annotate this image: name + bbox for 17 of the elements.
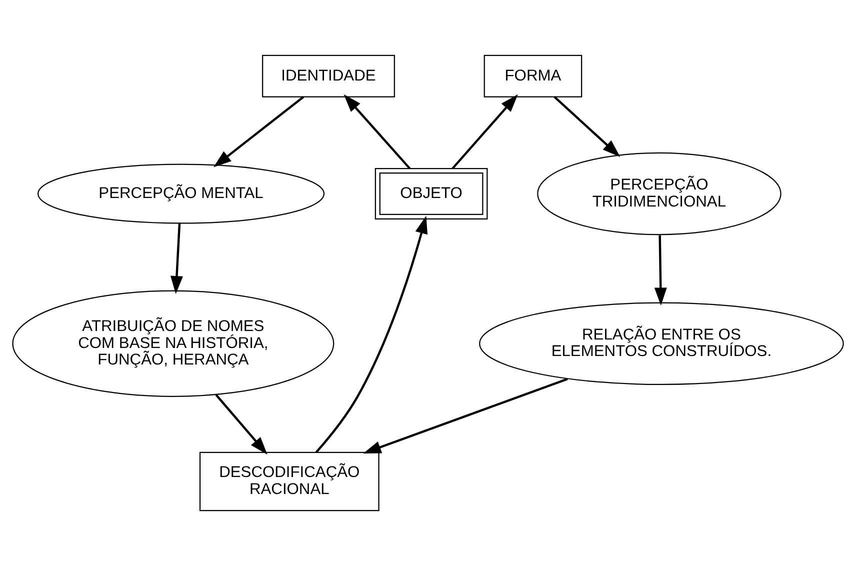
node-box: IDENTIDADE: [262, 54, 395, 98]
arrow: [554, 96, 620, 158]
arrow: [363, 378, 568, 454]
arrow: [654, 235, 667, 306]
arrow: [213, 96, 304, 168]
arrow: [315, 216, 428, 453]
node-ellipse: ATRIBUIÇÃO DE NOMES COM BASE NA HISTÓRIA, FUNÇÃO, HERANÇA: [12, 290, 334, 397]
node-ellipse: PERCEPÇÃO MENTAL: [37, 164, 325, 224]
arrow: [215, 394, 268, 455]
arrow: [452, 94, 518, 170]
node-box: DESCODIFICAÇÃO RACIONAL: [199, 452, 380, 512]
arrow: [344, 94, 411, 170]
node-box: FORMA: [484, 54, 582, 98]
node-ellipse: PERCEPÇÃO TRIDIMENCIONAL: [537, 152, 782, 236]
arrow: [170, 222, 183, 294]
node-ellipse: RELAÇÃO ENTRE OS ELEMENTOS CONSTRUÍDOS.: [479, 302, 844, 386]
node-box: OBJETO: [374, 168, 488, 220]
